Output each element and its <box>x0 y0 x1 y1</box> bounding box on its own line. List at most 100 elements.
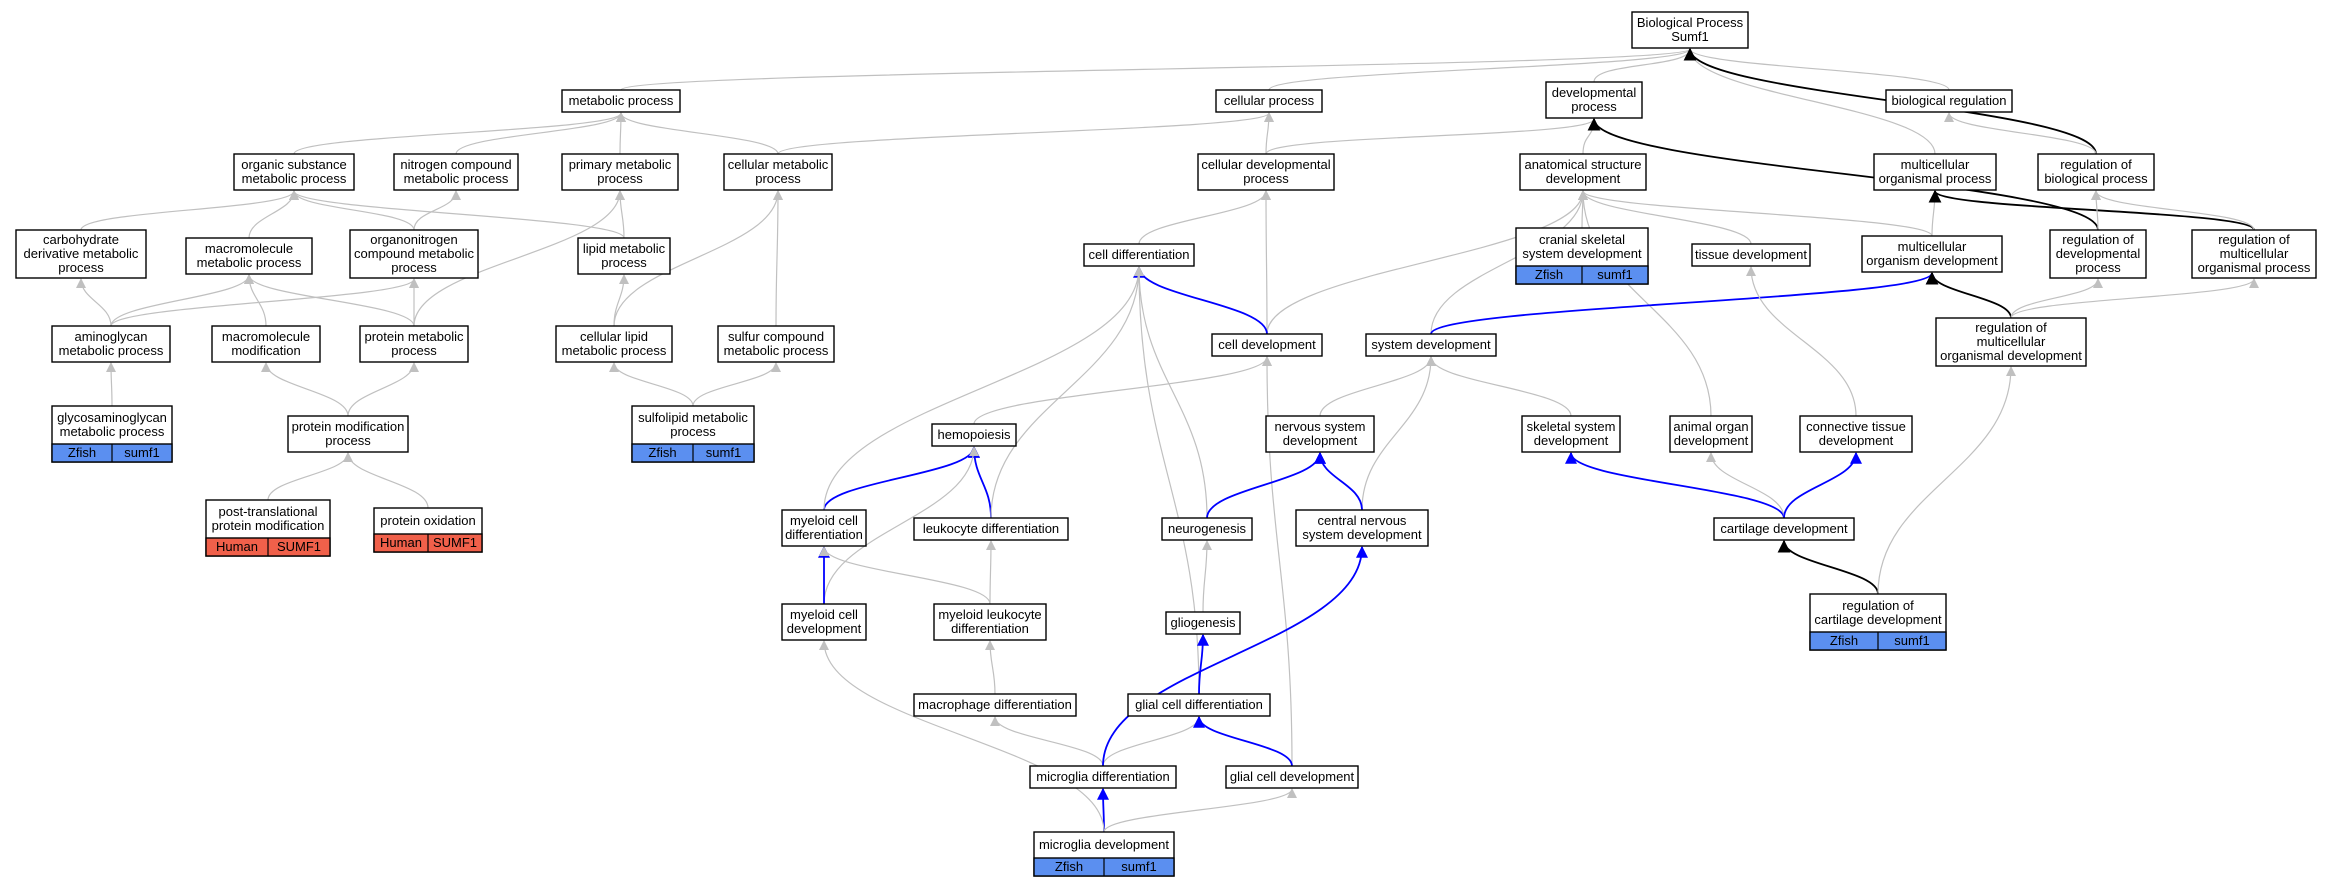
go-term-neurogen[interactable]: neurogenesis <box>1161 517 1253 541</box>
term-box <box>1197 153 1335 191</box>
term-label-line: process <box>755 171 801 186</box>
term-label-line: Biological Process <box>1637 15 1744 30</box>
term-box <box>1691 243 1811 267</box>
edge-cartilage-to-animalorgan <box>1706 452 1785 519</box>
edge-myeloiddiff-to-hemo <box>823 445 980 511</box>
term-label-line: cellular metabolic <box>728 157 829 172</box>
term-label-line: process <box>58 260 104 275</box>
term-label-line: organism development <box>1866 253 1998 268</box>
term-label-line: protein metabolic <box>365 329 464 344</box>
term-label-line: system development <box>1371 337 1491 352</box>
term-label-line: lipid metabolic <box>583 241 666 256</box>
term-label-line: macromolecule <box>222 329 310 344</box>
go-term-tissue[interactable]: tissue development <box>1691 243 1811 267</box>
edge-cns-to-nervous <box>1314 451 1363 511</box>
edge-sulfur-to-cellmet <box>772 190 783 327</box>
edge-regmultidev-to-regmulti <box>2010 278 2259 319</box>
edge-myeloidleuko-to-myeloiddiff <box>819 546 991 605</box>
term-label-line: protein modification <box>212 518 325 533</box>
go-term-metabolic[interactable]: metabolic process <box>561 89 681 113</box>
term-label-line: glial cell differentiation <box>1135 697 1263 712</box>
go-term-cartilage[interactable]: cartilage development <box>1713 517 1855 541</box>
edge-myeloiddiff-to-celldiff <box>823 266 1144 511</box>
species-label: Human <box>380 535 422 550</box>
go-term-glialdev[interactable]: glial cell development <box>1225 765 1359 789</box>
term-label-line: process <box>2075 260 2121 275</box>
term-box <box>913 693 1077 717</box>
edge-protmet-to-primary <box>413 190 625 327</box>
go-term-celldev[interactable]: cell development <box>1211 333 1323 357</box>
go-term-gliogen[interactable]: gliogenesis <box>1165 611 1241 635</box>
go-term-sysdev[interactable]: system development <box>1365 333 1497 357</box>
term-label-line: organonitrogen <box>370 232 457 247</box>
term-box <box>1365 333 1497 357</box>
edge-organonitrogen-to-orgsub <box>289 190 415 231</box>
species-label: Human <box>216 539 258 554</box>
term-box <box>913 517 1069 541</box>
edge-celldevproc-to-cellular <box>1263 112 1274 155</box>
species-label: Zfish <box>68 445 96 460</box>
term-label-line: connective tissue <box>1806 419 1906 434</box>
go-term-macrodiff[interactable]: macrophage differentiation <box>913 693 1077 717</box>
term-label-line: biological process <box>2044 171 2148 186</box>
term-label-line: metabolic process <box>562 343 667 358</box>
go-term-bioreg[interactable]: biological regulation <box>1885 89 2013 113</box>
go-term-celldiff[interactable]: cell differentiation <box>1083 243 1195 267</box>
go-term-glialdiff[interactable]: glial cell differentiation <box>1127 693 1271 717</box>
term-label-line: modification <box>231 343 300 358</box>
go-term-leukodiff[interactable]: leukocyte differentiation <box>913 517 1069 541</box>
term-label-line: multicellular <box>1898 239 1967 254</box>
edge-organonitrogen-to-nitrogen <box>413 190 461 231</box>
term-label-line: development <box>1819 433 1894 448</box>
edge-regbio-to-bioreg <box>1944 112 2097 155</box>
go-term-microdiff[interactable]: microglia differentiation <box>1029 765 1177 789</box>
go-term-cellular[interactable]: cellular process <box>1215 89 1323 113</box>
term-box <box>51 325 171 363</box>
edge-nitrogen-to-metabolic <box>455 112 626 155</box>
term-label-line: regulation of <box>1842 598 1914 613</box>
term-label-line: carbohydrate <box>43 232 119 247</box>
go-term-hemo[interactable]: hemopoiesis <box>931 423 1017 447</box>
term-label-line: metabolic process <box>724 343 829 358</box>
